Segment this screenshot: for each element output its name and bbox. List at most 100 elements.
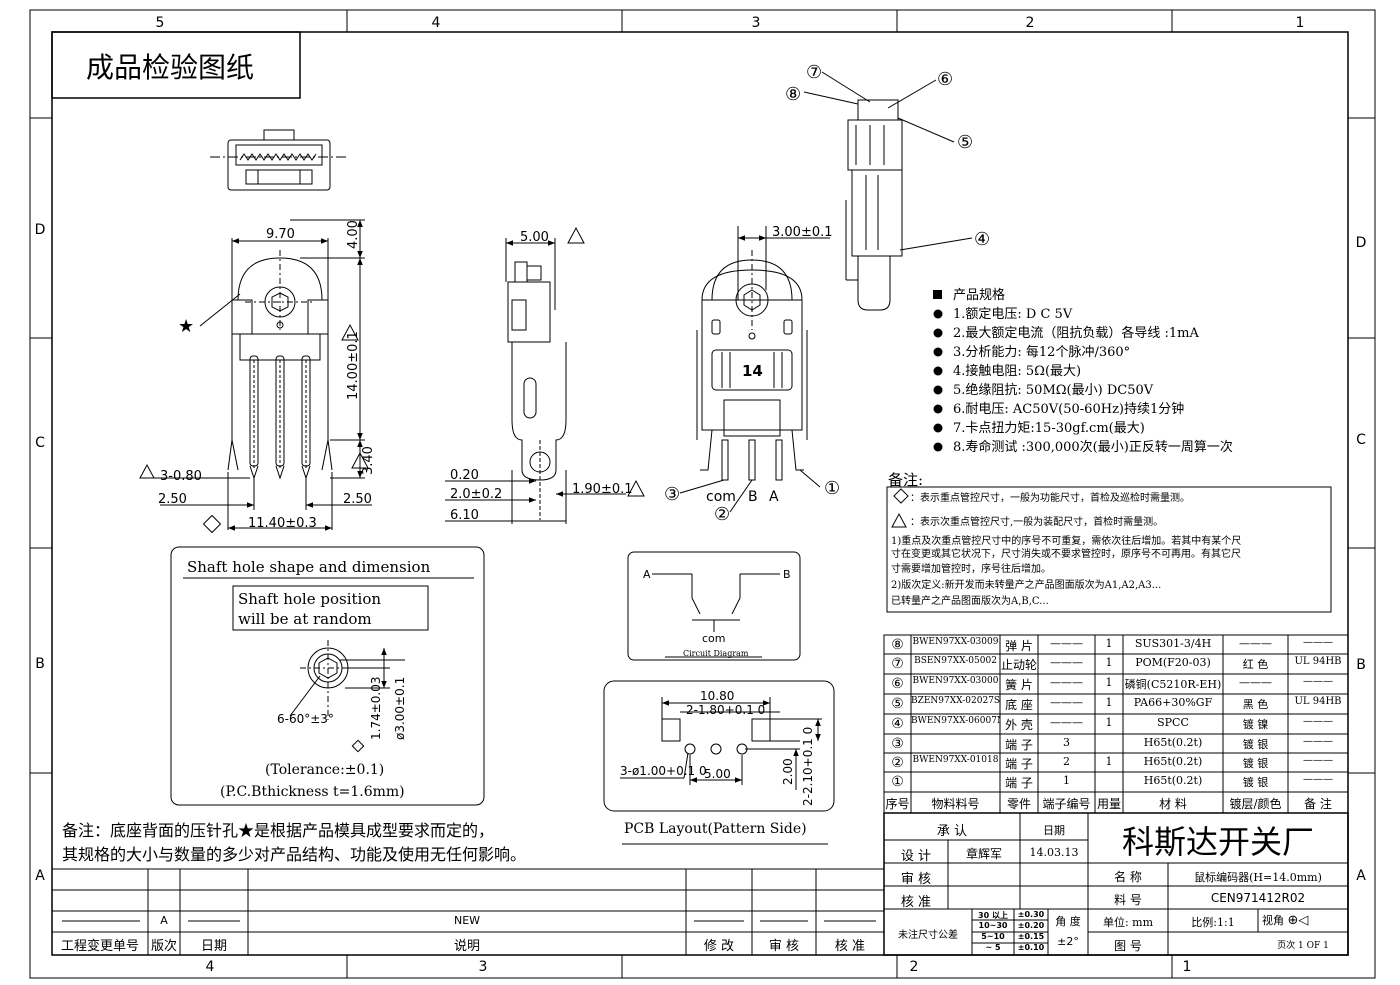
bom-cell-mat: 磷铜(C5210R-EH) — [1124, 678, 1222, 691]
pcb-h2: 2-2.10+0.1 0 — [801, 727, 815, 806]
note-line: 已转量产之产品图面版次为A,B,C... — [891, 594, 1049, 607]
tb-drawing-no: 图 号 — [1114, 939, 1142, 953]
zone-col-2: 2 — [1026, 15, 1035, 31]
tb-review: 审 核 — [900, 872, 932, 887]
pcb-caption: PCB Layout(Pattern Side) — [624, 821, 807, 837]
tb-design: 设 计 — [900, 849, 932, 864]
bom-h-no: 序号 — [885, 797, 910, 811]
shaft-title: Shaft hole shape and dimension — [187, 558, 431, 576]
tb-view: 视角 ⊕◁ — [1262, 912, 1348, 928]
bom-cell-mat: PA66+30%GF — [1133, 696, 1213, 709]
rev-h-modify: 修 改 — [703, 939, 735, 954]
callout-6: ⑥ — [937, 69, 953, 90]
zone-row-b-right: B — [1356, 657, 1366, 673]
front-com: com — [706, 489, 736, 505]
pcb-w2: 2-1.80+0.1 0 — [686, 703, 765, 717]
rev-h-desc: 说明 — [453, 939, 480, 954]
spec-item: 4.接触电阻: 5Ω(最大) — [953, 363, 1081, 379]
rev-h-review: 审 核 — [768, 939, 800, 954]
front-view-right — [679, 226, 830, 513]
shaft-d2: ø3.00±0.1 — [393, 677, 407, 740]
tol-range: 10~30 — [978, 921, 1008, 930]
section-view — [803, 71, 973, 311]
bom-cell-name: 端 子 — [1005, 757, 1033, 771]
tol-value: ±0.20 — [1017, 921, 1045, 930]
bom-cell-note: UL 94HB — [1294, 656, 1342, 667]
notes-title: 备注: — [888, 471, 923, 489]
shaft-d1: 1.74±0.03 — [369, 677, 383, 741]
shaft-note1: Shaft hole position — [238, 590, 381, 608]
shaft-pcb-thickness: (P.C.Bthickness t=1.6mm) — [220, 784, 405, 800]
zone-row-a-right: A — [1356, 868, 1366, 884]
shaft-dims: 6-60°±3° 1.74±0.03 ø3.00±0.1 — [277, 677, 407, 741]
dim-side-t4: 1.90±0.1 — [572, 482, 633, 497]
spec-item: 8.寿命测试 :300,000次(最小)正反转一周算一次 — [953, 439, 1233, 455]
bom-cell-q: 1 — [1105, 637, 1113, 650]
front-left-dims: 9.70 4.00 14.00±0.1 3.40 3-0.80 2.50 2.5… — [158, 220, 376, 531]
zone-row-c: C — [35, 435, 45, 451]
pcb-w3: 5.00 — [704, 767, 731, 781]
tb-name-header: 名 称 — [1114, 870, 1142, 884]
bom-h-code: 物料料号 — [931, 797, 980, 811]
top-view — [210, 129, 348, 191]
bom-cell-mat: H65t(0.2t) — [1143, 736, 1203, 749]
bom-cell-name: 弹 片 — [1005, 639, 1033, 653]
tb-designer: 章辉军 — [965, 847, 1002, 861]
dim-pin-span: 11.40±0.3 — [248, 516, 317, 531]
diamond-mark — [202, 514, 222, 534]
tb-page: 页次 1 OF 1 — [1277, 941, 1329, 951]
zone-col-b4: 4 — [206, 959, 215, 975]
bom-cell-name: 止动轮 — [1000, 658, 1037, 672]
bom-header-row: 序号 物料料号 零件 端子编号 用量 材 料 镀层/颜色 备 注 — [884, 793, 1348, 813]
note-line: 寸在变更或其它状况下，尺寸消失或不要求管控时，原序号不可再用。有其它尺 — [891, 547, 1241, 560]
zone-row-c-right: C — [1356, 432, 1366, 448]
tb-view-label: 视角 — [1262, 914, 1284, 927]
bom-cell-n: ——— — [1050, 676, 1083, 689]
bom-cell-note: ——— — [1303, 774, 1333, 785]
callout-5: ⑤ — [957, 132, 973, 153]
dim-side-t3: 6.10 — [450, 508, 479, 523]
shaft-hole-figure — [289, 640, 405, 753]
zone-row-d-right: D — [1356, 235, 1367, 251]
circuit-a: A — [643, 568, 651, 581]
spec-header: 产品规格 — [953, 287, 1005, 303]
bom-cell-mat: H65t(0.2t) — [1143, 774, 1203, 787]
bom-cell-code: BSEN97XX-05002 — [914, 656, 997, 666]
bom-table — [883, 634, 1349, 814]
tb-unit: 单位: mm — [1102, 916, 1154, 929]
pcb-hole: 3-ø1.00+0.1 0 — [620, 764, 707, 778]
circuit-labels: A B com — [643, 568, 791, 645]
bom-h-note: 备 注 — [1304, 797, 1332, 811]
bom-cell-mat: SPCC — [1157, 716, 1189, 729]
tol-value: ±0.30 — [1017, 910, 1045, 919]
tb-check: 核 准 — [900, 895, 932, 910]
bom-cell-fin: 黑 色 — [1242, 698, 1269, 711]
bom-cell-fin: 镀 镍 — [1242, 718, 1269, 731]
zone-row-b: B — [35, 656, 45, 672]
company-name: 科斯达开关厂 — [1121, 823, 1314, 861]
callout-7: ⑦ — [806, 62, 822, 83]
bom-cell-note: ——— — [1303, 716, 1333, 727]
note-line: ：表示重点管控尺寸，一般为功能尺寸，首检及巡检时需量测。 — [910, 491, 1190, 504]
shaft-box — [170, 546, 485, 806]
triangle-marks — [139, 226, 645, 497]
front-right-labels: 3.00±0.1 14 com B A — [706, 225, 833, 505]
spec-item: 1.额定电压: D C 5V — [953, 307, 1073, 322]
title-block — [883, 812, 1349, 956]
circuit-com: com — [702, 632, 726, 645]
bom-cell-n: ——— — [1050, 637, 1083, 650]
circuit-diagram — [652, 573, 780, 658]
callout-3: ③ — [664, 484, 680, 505]
rev-desc: NEW — [453, 914, 481, 927]
title-box — [51, 31, 301, 99]
bom-cell-q: 1 — [1105, 696, 1113, 709]
bom-cell-mat: POM(F20-03) — [1135, 656, 1211, 669]
zone-col-b1: 1 — [1183, 959, 1192, 975]
circled-callouts: ③ ② ① ④ ⑤ ⑥ ⑦ ⑧ — [664, 62, 990, 525]
tol-range: 5~10 — [981, 932, 1005, 941]
